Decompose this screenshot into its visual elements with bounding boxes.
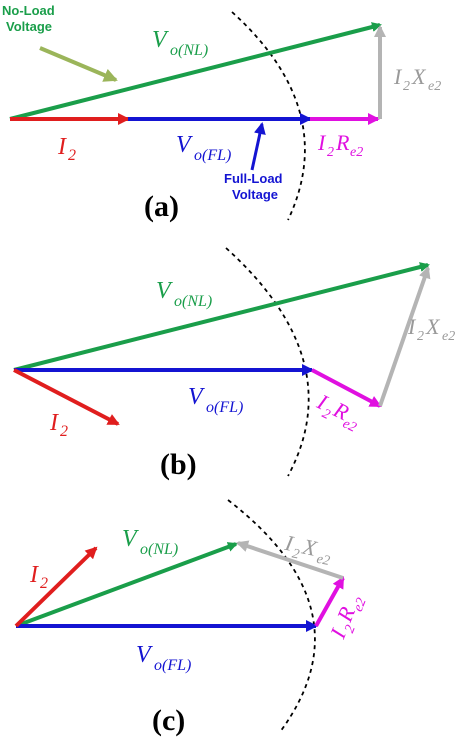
label-vo-nl-c: V o(NL) bbox=[122, 526, 178, 558]
arc-b bbox=[225, 247, 310, 477]
label-i2-a: I 2 bbox=[57, 134, 76, 164]
svg-text:e2: e2 bbox=[350, 145, 363, 160]
caption-b: (b) bbox=[160, 448, 197, 481]
svg-text:V: V bbox=[176, 132, 193, 158]
svg-text:R: R bbox=[335, 130, 350, 155]
svg-text:X: X bbox=[411, 64, 427, 89]
label-vo-fl-c: V o(FL) bbox=[136, 642, 191, 674]
vector-vo-nl-b bbox=[13, 262, 430, 372]
svg-text:I: I bbox=[57, 134, 67, 160]
svg-text:2: 2 bbox=[40, 575, 48, 592]
svg-text:X: X bbox=[425, 314, 441, 339]
svg-text:o(FL): o(FL) bbox=[194, 147, 231, 164]
svg-text:V: V bbox=[188, 384, 205, 410]
full-load-text-line2: Voltage bbox=[232, 187, 278, 202]
svg-text:I: I bbox=[407, 314, 417, 339]
panel-b: V o(NL) V o(FL) I 2 I 2 R e2 I 2 X e2 (b… bbox=[13, 247, 455, 481]
label-i2-b: I 2 bbox=[49, 410, 68, 440]
svg-text:2: 2 bbox=[68, 147, 76, 164]
label-i2xe2-a: I 2 X e2 bbox=[393, 64, 441, 94]
label-i2-c: I 2 bbox=[29, 562, 48, 592]
svg-text:e2: e2 bbox=[315, 552, 331, 569]
label-vo-nl-b: V o(NL) bbox=[156, 278, 212, 310]
vector-i2re2-c bbox=[314, 576, 345, 627]
vector-i2xe2-c bbox=[236, 540, 344, 580]
label-vo-nl-a: V o(NL) bbox=[152, 27, 208, 59]
svg-text:e2: e2 bbox=[428, 79, 441, 94]
arc-c bbox=[227, 499, 316, 733]
svg-text:e2: e2 bbox=[340, 416, 358, 435]
svg-text:V: V bbox=[122, 526, 139, 552]
svg-text:e2: e2 bbox=[442, 329, 455, 344]
vector-i2xe2-b bbox=[378, 266, 431, 407]
svg-text:I: I bbox=[393, 64, 403, 89]
svg-text:I: I bbox=[317, 130, 327, 155]
svg-text:2: 2 bbox=[327, 145, 334, 160]
svg-text:V: V bbox=[136, 642, 153, 668]
caption-c: (c) bbox=[152, 704, 185, 737]
vector-i2-b bbox=[13, 368, 120, 426]
label-i2xe2-c: I 2 X e2 bbox=[282, 530, 331, 569]
svg-text:V: V bbox=[156, 278, 173, 304]
vector-vo-nl-c bbox=[15, 542, 238, 628]
svg-text:V: V bbox=[152, 27, 169, 53]
svg-text:o(NL): o(NL) bbox=[170, 42, 208, 59]
vector-i2-c bbox=[14, 546, 98, 628]
svg-text:2: 2 bbox=[60, 423, 68, 440]
label-vo-fl-a: V o(FL) bbox=[176, 132, 231, 164]
svg-text:2: 2 bbox=[291, 547, 301, 563]
svg-text:o(FL): o(FL) bbox=[154, 657, 191, 674]
vector-vo-nl-a bbox=[9, 22, 382, 121]
panel-c: V o(NL) V o(FL) I 2 I 2 X e2 I 2 R e2 (c… bbox=[14, 499, 370, 737]
label-i2xe2-b: I 2 X e2 bbox=[407, 314, 455, 344]
svg-text:2: 2 bbox=[403, 79, 410, 94]
no-load-text-line1: No-Load bbox=[2, 3, 55, 18]
svg-text:o(NL): o(NL) bbox=[140, 541, 178, 558]
no-load-text-line2: Voltage bbox=[6, 19, 52, 34]
svg-text:o(FL): o(FL) bbox=[206, 399, 243, 416]
caption-a: (a) bbox=[144, 190, 179, 223]
svg-text:2: 2 bbox=[417, 329, 424, 344]
svg-text:e2: e2 bbox=[351, 596, 370, 614]
svg-text:I: I bbox=[49, 410, 59, 436]
label-vo-fl-b: V o(FL) bbox=[188, 384, 243, 416]
vector-i2re2-b bbox=[311, 368, 382, 408]
no-load-pointer bbox=[39, 46, 118, 82]
panel-a: No-Load Voltage Full-Load Voltage V o(NL… bbox=[2, 3, 441, 223]
svg-text:o(NL): o(NL) bbox=[174, 293, 212, 310]
label-i2re2-a: I 2 R e2 bbox=[317, 130, 363, 160]
svg-text:I: I bbox=[29, 562, 39, 588]
full-load-pointer bbox=[250, 122, 266, 171]
full-load-text-line1: Full-Load bbox=[224, 171, 283, 186]
